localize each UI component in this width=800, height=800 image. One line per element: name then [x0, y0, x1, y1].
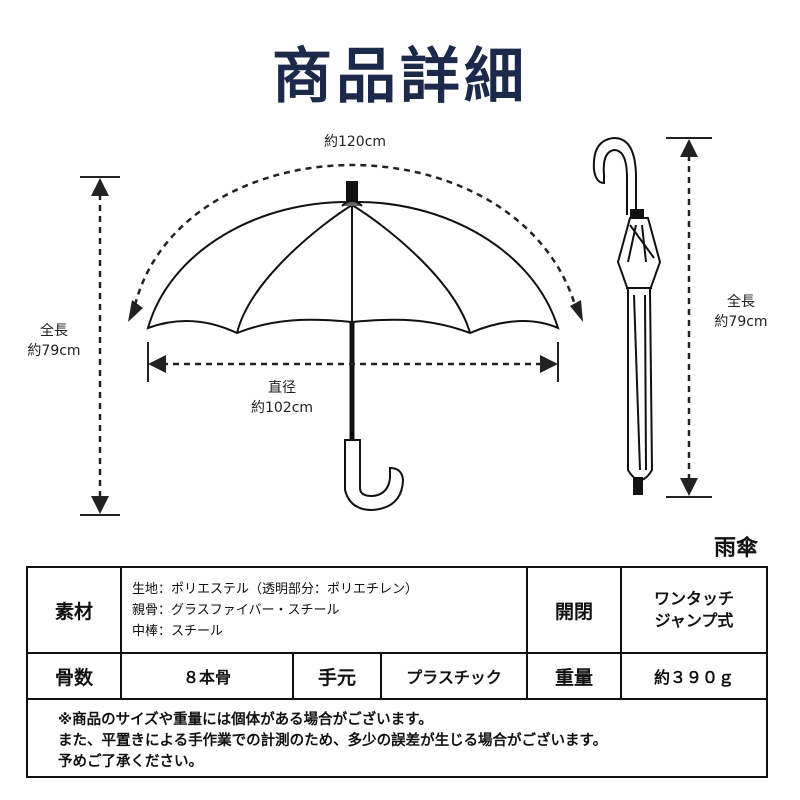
handle-value: プラスチック [380, 652, 528, 700]
arc-arrowhead-right [570, 300, 583, 322]
ribs-head: 骨数 [26, 652, 122, 700]
open-close-line: ワンタッチ [653, 589, 734, 608]
spec-row-1: 素材 生地：ポリエステル（透明部分：ポリエチレン） 親骨：グラスファイバー・スチ… [26, 566, 768, 654]
page-title: 商品詳細 [272, 42, 528, 112]
diameter-dimension-arrow [147, 342, 559, 382]
handle-head: 手元 [292, 652, 382, 700]
diameter-label: 直径 約102cm [222, 378, 342, 418]
arc-dimension-arrow [133, 163, 577, 306]
note-line: ※商品のサイズや重量には個体がある場合がございます。 [58, 712, 433, 728]
left-length-value: 約79cm [27, 343, 81, 359]
note-line: また、平置きによる手作業での計測のため、多少の誤差が生じる場合がございます。 [58, 733, 608, 749]
right-length-label: 全長 約79cm [697, 292, 785, 332]
arc-length-label: 約120cm [323, 134, 387, 150]
left-length-label: 全長 約79cm [12, 321, 96, 361]
disclaimer-notes: ※商品のサイズや重量には個体がある場合がございます。 また、平置きによる手作業で… [26, 698, 768, 778]
material-line: 親骨：グラスファイバー・スチール [132, 602, 340, 618]
open-umbrella-illustration [146, 181, 560, 512]
left-length-caption: 全長 [40, 323, 68, 339]
umbrella-dimension-diagram [80, 136, 712, 516]
ribs-value: ８本骨 [120, 652, 294, 700]
section-label-umbrella: 雨傘 [713, 536, 758, 561]
open-close-value: ワンタッチ ジャンプ式 [620, 566, 768, 654]
open-close-head: 開閉 [526, 566, 622, 654]
material-line: 中棒：スチール [132, 623, 224, 639]
arc-arrowhead-left [128, 300, 143, 322]
material-head: 素材 [26, 566, 122, 654]
closed-umbrella-illustration [592, 136, 662, 495]
weight-head: 重量 [526, 652, 622, 700]
note-line: 予めご了承ください。 [58, 754, 203, 770]
weight-value: 約３９０ｇ [620, 652, 768, 700]
spec-row-2: 骨数 ８本骨 手元 プラスチック 重量 約３９０ｇ [26, 652, 768, 700]
diameter-value: 約102cm [250, 400, 314, 416]
spec-table: 素材 生地：ポリエステル（透明部分：ポリエチレン） 親骨：グラスファイバー・スチ… [26, 566, 768, 700]
right-height-dimension-arrow [666, 137, 712, 498]
right-length-value: 約79cm [714, 314, 768, 330]
diameter-caption: 直径 [268, 380, 296, 396]
material-value: 生地：ポリエステル（透明部分：ポリエチレン） 親骨：グラスファイバー・スチール … [120, 566, 528, 654]
material-line: 生地：ポリエステル（透明部分：ポリエチレン） [132, 581, 419, 597]
left-height-dimension-arrow [80, 176, 120, 516]
right-length-caption: 全長 [727, 294, 755, 310]
open-close-line: ジャンプ式 [654, 611, 734, 630]
